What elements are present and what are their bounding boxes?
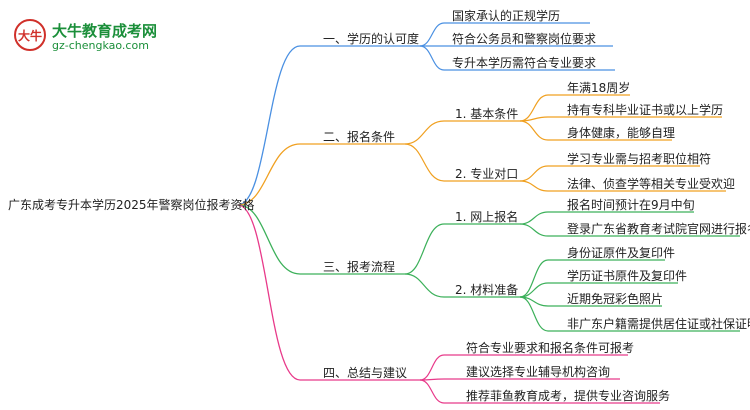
b3-leaf: 近期免冠彩色照片 [567,292,664,306]
b1-leaf: 专升本学历需符合专业要求 [452,56,597,70]
b3-leaf: 身份证原件及复印件 [567,246,676,260]
logo-url: gz-chengkao.com [52,39,149,52]
b3-leaf: 学历证书原件及复印件 [567,269,688,283]
b4-leaf: 符合专业要求和报名条件可报考 [466,341,635,355]
b1-leaf: 国家承认的正规学历 [452,9,561,23]
logo-title: 大牛教育成考网 [52,22,158,40]
b3-leaf: 非广东户籍需提供居住证或社保证明 [567,317,750,331]
logo-mark-text: 大牛 [18,28,42,43]
logo-mark-icon: 大牛 [14,19,46,51]
b2-sub-1-label: 1. 基本条件 [455,107,519,121]
b3-leaf: 报名时间预计在9月中旬 [567,198,695,212]
b2-leaf: 法律、侦查学等相关专业受欢迎 [567,177,736,191]
b3-sub-2-label: 2. 材料准备 [455,283,519,297]
site-logo[interactable]: 大牛教育成考网 gz-chengkao.com [10,12,170,54]
connector-root-b3 [237,204,405,275]
b4-leaf: 建议选择专业辅导机构咨询 [466,365,611,379]
b2-leaf: 年满18周岁 [567,81,631,95]
b2-leaf: 身体健康，能够自理 [567,126,676,140]
b2-leaf: 学习专业需与招考职位相符 [567,152,712,166]
branch-4-label: 四、总结与建议 [323,366,408,380]
connector-root-b1 [237,45,420,206]
connector-root-b4 [237,204,420,381]
branch-3-label: 三、报考流程 [323,260,396,274]
b3-sub-1-label: 1. 网上报名 [455,210,519,224]
b4-leaf: 推荐菲鱼教育成考，提供专业咨询服务 [466,389,671,403]
connector-root-b2 [237,143,405,206]
b3-leaf: 登录广东省教育考试院官网进行报名 [567,222,750,236]
b2-leaf: 持有专科毕业证书或以上学历 [567,103,724,117]
branch-1-label: 一、学历的认可度 [323,32,420,46]
root-node: 广东成考专升本学历2025年警察岗位报考资格 [8,198,255,212]
b1-leaf: 符合公务员和警察岗位要求 [452,32,597,46]
branch-2-label: 二、报名条件 [323,130,396,144]
b2-sub-2-label: 2. 专业对口 [455,167,519,181]
